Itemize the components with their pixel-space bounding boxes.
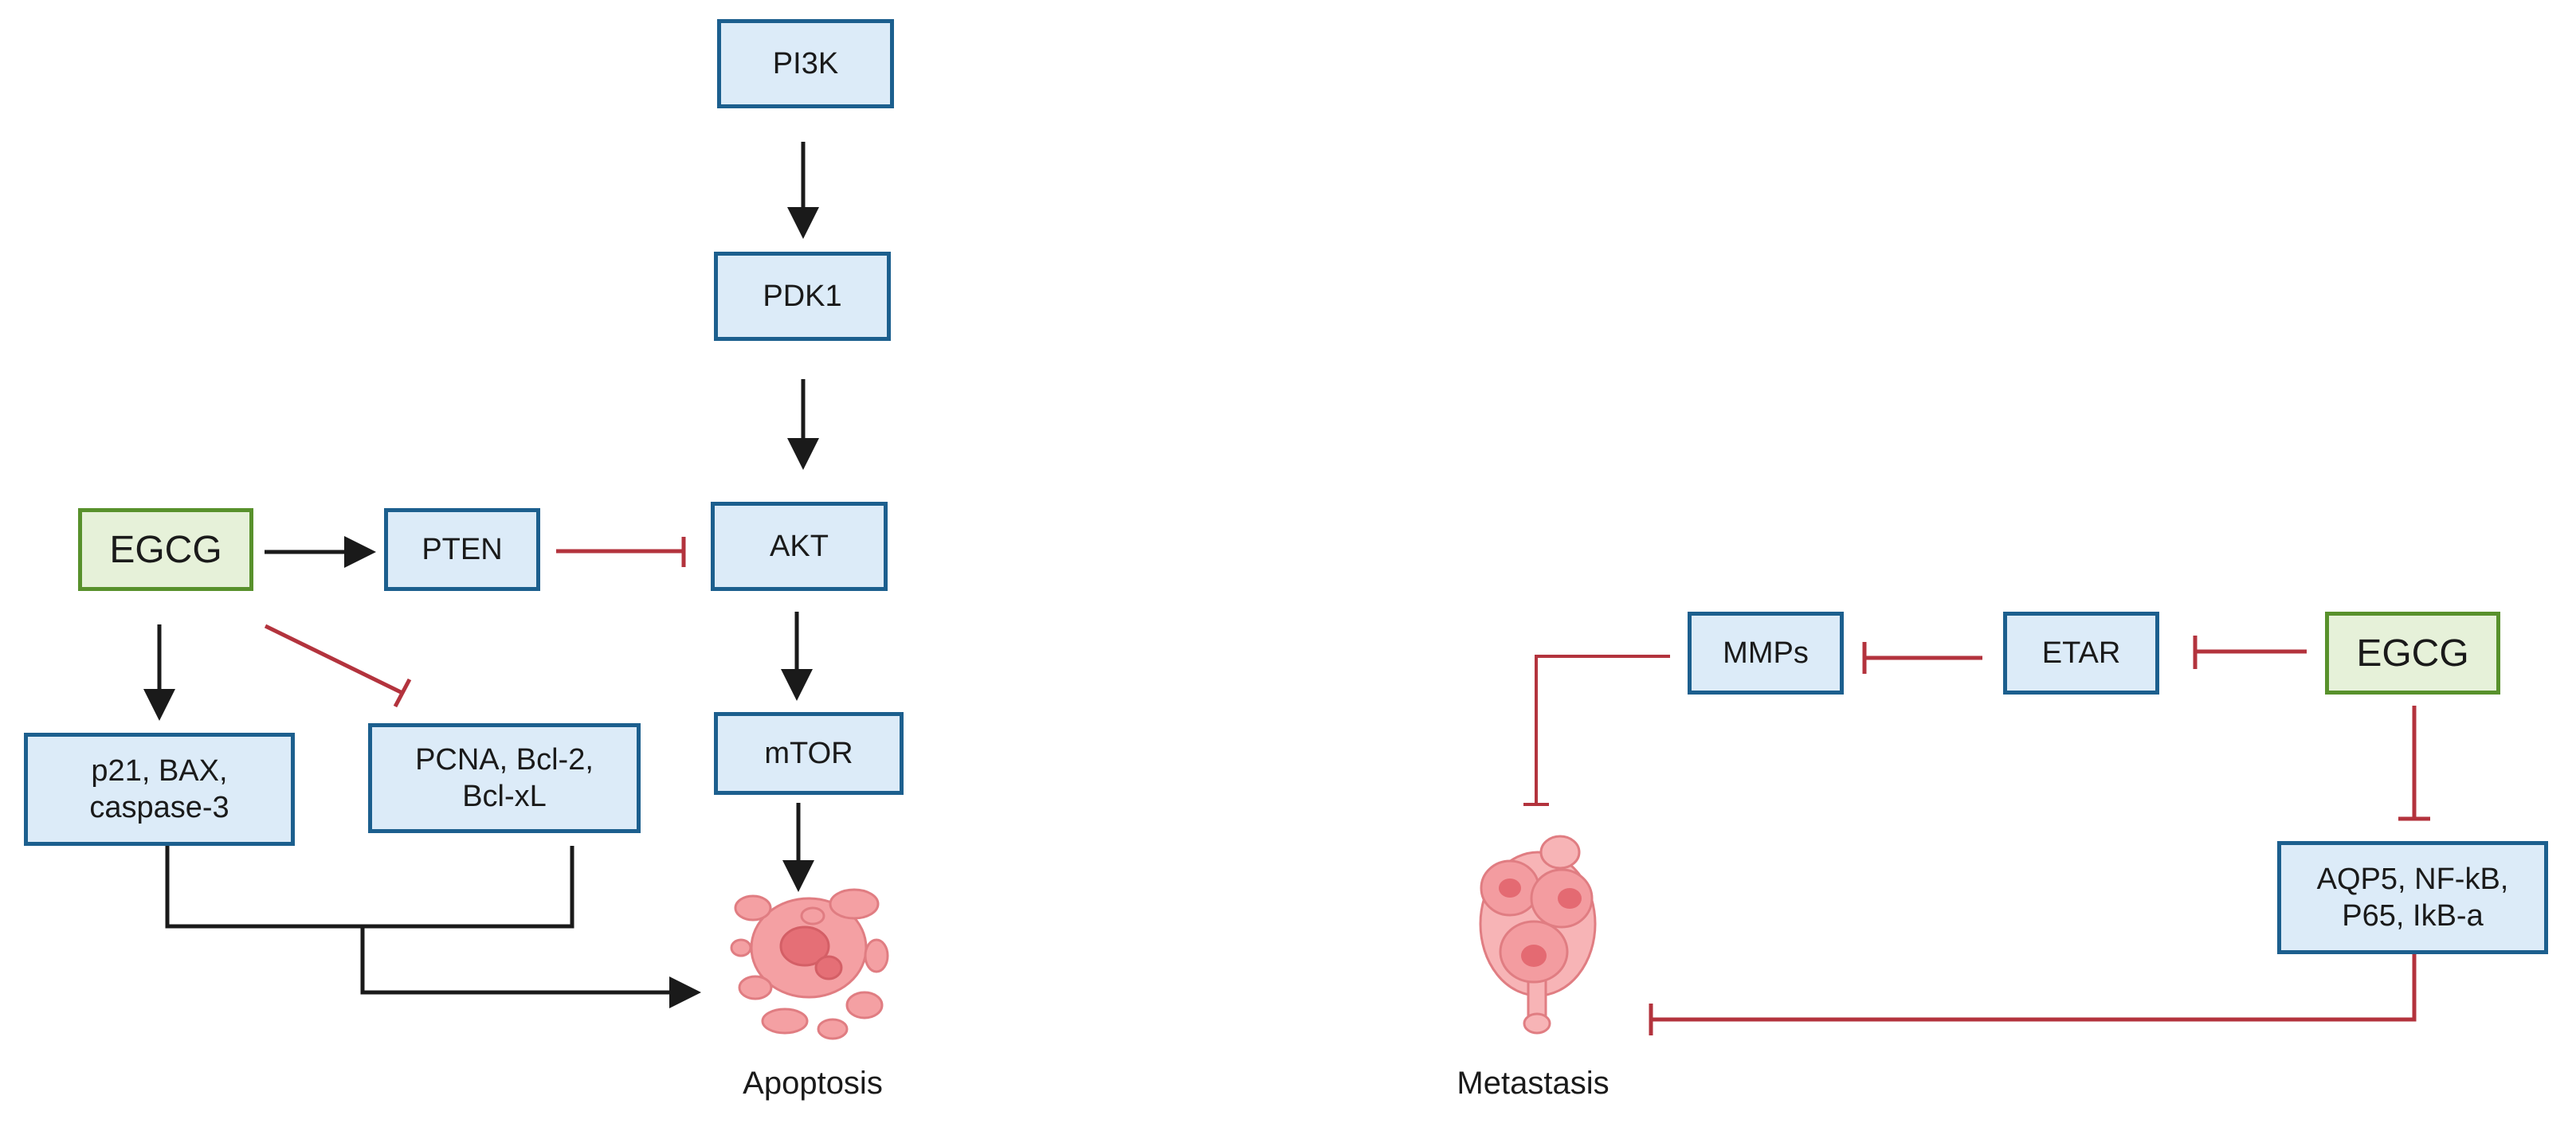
inhibit-mmps-to-metastasis <box>1535 655 1670 804</box>
node-etar: ETAR <box>2003 612 2159 695</box>
metastasis-label: Metastasis <box>1457 1066 1610 1101</box>
node-pten-label: PTEN <box>421 533 503 566</box>
node-pi3k-label: PI3K <box>772 47 839 80</box>
metastasis-cell-icon <box>1479 835 1597 1035</box>
inhibit-aqp5-to-metastasis <box>1651 954 2417 1022</box>
node-egcg-left-label: EGCG <box>109 528 222 571</box>
node-mmps: MMPs <box>1688 612 1844 695</box>
node-pcna-bcl2-bclxl: PCNA, Bcl-2, Bcl-xL <box>368 723 641 833</box>
node-pdk1-label: PDK1 <box>763 280 842 313</box>
node-p21-label: p21, BAX, caspase-3 <box>89 754 229 824</box>
node-akt-label: AKT <box>770 530 829 563</box>
apoptosis-label: Apoptosis <box>743 1066 883 1101</box>
node-aqp5-nfkb-p65-ikba: AQP5, NF-kB, P65, IkB-a <box>2277 841 2548 954</box>
node-pi3k: PI3K <box>717 19 894 108</box>
node-egcg-right: EGCG <box>2325 612 2500 695</box>
node-aqp5-label: AQP5, NF-kB, P65, IkB-a <box>2316 863 2509 933</box>
node-pten: PTEN <box>384 508 540 591</box>
apoptotic-cell-icon <box>730 888 889 1040</box>
arrow-to-apoptosis <box>360 926 701 1008</box>
connector-p21-pcna <box>165 846 574 929</box>
inhibit-egcg-to-pcna-bar <box>393 678 412 708</box>
node-egcg-right-label: EGCG <box>2356 632 2469 675</box>
node-mtor: mTOR <box>714 712 904 795</box>
node-mmps-label: MMPs <box>1723 636 1809 670</box>
node-egcg-left: EGCG <box>78 508 253 591</box>
node-pcna-label: PCNA, Bcl-2, Bcl-xL <box>415 743 594 813</box>
node-akt: AKT <box>711 502 888 591</box>
node-pdk1: PDK1 <box>714 252 891 341</box>
inhibit-egcg-to-pcna <box>264 624 404 695</box>
node-etar-label: ETAR <box>2041 636 2121 670</box>
node-p21-bax-caspase3: p21, BAX, caspase-3 <box>24 733 295 846</box>
node-mtor-label: mTOR <box>764 737 853 770</box>
